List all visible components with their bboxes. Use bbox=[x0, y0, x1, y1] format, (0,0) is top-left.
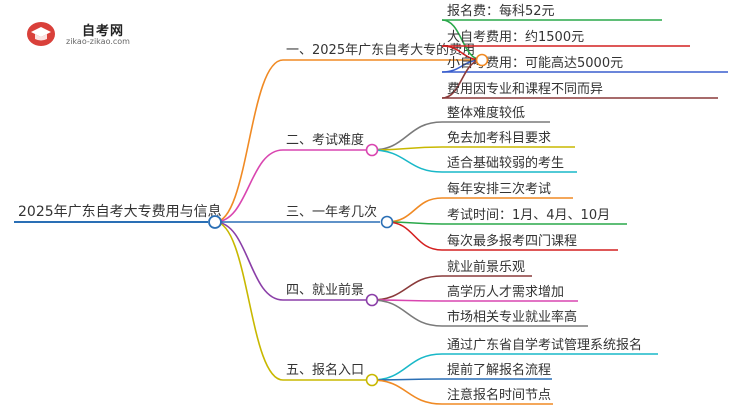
logo-url: zikao-zikao.com bbox=[66, 37, 130, 46]
leaf-label: 小自考费用：可能高达5000元 bbox=[447, 55, 623, 71]
branch-label: 二、考试难度 bbox=[286, 132, 364, 148]
branch-label: 五、报名入口 bbox=[286, 362, 364, 378]
leaf-label: 报名费：每科52元 bbox=[447, 3, 555, 19]
leaf-label: 就业前景乐观 bbox=[447, 259, 525, 275]
leaf-label: 通过广东省自学考试管理系统报名 bbox=[447, 337, 642, 353]
branch-node[interactable] bbox=[365, 143, 379, 157]
leaf-label: 大自考费用：约1500元 bbox=[447, 30, 584, 45]
leaf-connector bbox=[371, 149, 443, 173]
root-branch-connector bbox=[214, 221, 284, 381]
root-branch-connector bbox=[214, 221, 284, 301]
branch-node[interactable] bbox=[475, 53, 489, 67]
leaf-label: 适合基础较弱的考生 bbox=[447, 155, 564, 171]
leaf-connector bbox=[371, 275, 443, 301]
root-label: 2025年广东自考大专费用与信息 bbox=[18, 203, 222, 220]
leaf-label: 注意报名时间节点 bbox=[447, 387, 551, 403]
root-branch-connector bbox=[214, 59, 284, 223]
leaf-label: 提前了解报名流程 bbox=[447, 362, 551, 378]
leaf-label: 整体难度较低 bbox=[447, 105, 525, 121]
branch-label: 四、就业前景 bbox=[286, 282, 364, 298]
leaf-connector bbox=[371, 121, 443, 151]
logo-title: 自考网 bbox=[82, 24, 125, 39]
leaf-connector bbox=[371, 299, 443, 327]
branch-label: 一、2025年广东自考大专的费用 bbox=[286, 42, 475, 58]
branch-node[interactable] bbox=[365, 373, 379, 387]
leaf-connector bbox=[371, 353, 443, 381]
leaf-label: 考试时间：1月、4月、10月 bbox=[447, 208, 610, 223]
branch-label: 三、一年考几次 bbox=[286, 204, 377, 220]
leaf-label: 每年安排三次考试 bbox=[447, 181, 551, 197]
site-logo[interactable]: 自考网 zikao-zikao.com bbox=[26, 14, 166, 50]
root-branch-connector bbox=[214, 149, 284, 223]
leaf-label: 高学历人才需求增加 bbox=[447, 284, 564, 300]
leaf-label: 市场相关专业就业率高 bbox=[447, 309, 577, 325]
leaf-connector bbox=[371, 379, 443, 405]
branch-node[interactable] bbox=[380, 215, 394, 229]
leaf-connector bbox=[386, 197, 443, 223]
graduation-cap-icon bbox=[27, 22, 55, 46]
branch-node[interactable] bbox=[365, 293, 379, 307]
leaf-label: 费用因专业和课程不同而异 bbox=[447, 82, 603, 97]
leaf-label: 免去加考科目要求 bbox=[447, 131, 551, 146]
mind-map-graph: 2025年广东自考大专费用与信息 一、2025年广东自考大专的费用 报名费：每科52… bbox=[14, 3, 728, 405]
root-node[interactable] bbox=[208, 215, 222, 229]
leaf-connector bbox=[386, 221, 443, 251]
leaf-label: 每次最多报考四门课程 bbox=[447, 233, 577, 249]
